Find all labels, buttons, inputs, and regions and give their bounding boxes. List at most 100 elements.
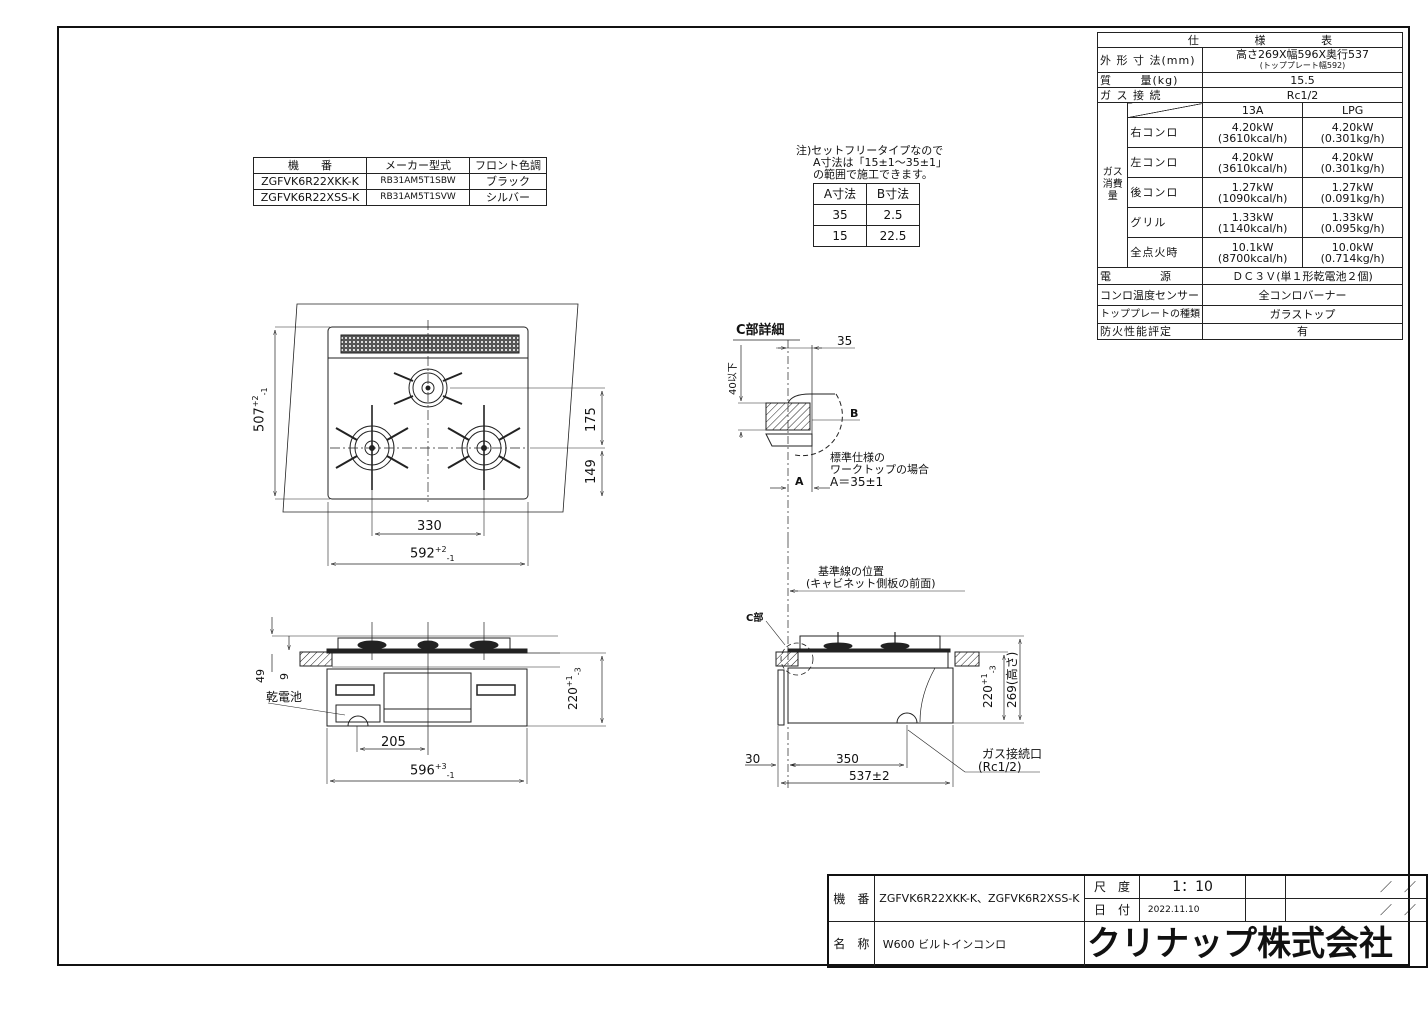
- kcal-value: (3610kcal/h): [1217, 161, 1288, 175]
- dim-value: 592: [410, 546, 435, 562]
- gas-13a-cell: 4.20kW(3610kcal/h): [1201, 147, 1304, 178]
- title-date-value: 2022.11.10: [1138, 898, 1247, 922]
- gas-lpg-cell: 10.0kW(0.714kg/h): [1302, 237, 1403, 268]
- model-table: 機 番 メーカー型式 フロント色調 ZGFVK6R22XKK-K RB31AM5…: [253, 157, 547, 206]
- dim-537: 537±2: [849, 769, 890, 783]
- dim-149: 149: [584, 459, 599, 484]
- title-empty-cell: [1245, 874, 1286, 899]
- dim-value: 220: [566, 687, 580, 710]
- front-view: [267, 617, 606, 784]
- title-name-label: 名 称: [827, 921, 875, 968]
- dimensions-value: 高さ269X幅596X奥行537: [1235, 48, 1370, 61]
- kw-value: 4.20kW: [1331, 150, 1374, 164]
- dim-49: 49: [254, 669, 267, 683]
- detail-note-2: ワークトップの場合: [830, 463, 929, 476]
- gas-lpg-cell: 4.20kW(0.301kg/h): [1302, 117, 1403, 148]
- kw-value: 1.33kW: [1331, 210, 1374, 224]
- kgh-value: (0.301kg/h): [1320, 131, 1385, 145]
- spec-label-fire-rating: 防火性能評定: [1097, 323, 1203, 340]
- battery-label: 乾電池: [266, 690, 303, 704]
- gas-consumption-label: ガス消費量: [1096, 102, 1129, 268]
- dim-175: 175: [584, 407, 599, 432]
- detail-c-view: [733, 339, 860, 540]
- kcal-value: (3610kcal/h): [1217, 131, 1288, 145]
- kcal-value: (1140kcal/h): [1217, 221, 1288, 235]
- dim-width-596: 596+3-1: [410, 762, 455, 780]
- kcal-value: (1090kcal/h): [1217, 191, 1288, 205]
- dim-30: 30: [745, 752, 761, 766]
- kw-value: 4.20kW: [1231, 120, 1274, 134]
- dim-35: 35: [837, 334, 853, 348]
- dim-205: 205: [381, 735, 406, 750]
- title-empty-cell: [1245, 898, 1286, 922]
- gas-inlet-1: ガス接続口: [982, 747, 1043, 761]
- note-line-1: 注)セットフリータイプなので: [796, 144, 944, 157]
- kw-value: 4.20kW: [1331, 120, 1374, 134]
- c-part-label: C部: [746, 613, 764, 624]
- kgh-value: (0.714kg/h): [1320, 251, 1385, 265]
- dim-220-side: 220+1-3: [980, 665, 998, 708]
- gas-13a-cell: 10.1kW(8700kcal/h): [1201, 237, 1304, 268]
- model-row: ZGFVK6R22XKK-K RB31AM5T1SBW ブラック: [253, 173, 547, 190]
- spec-value-dimensions: 高さ269X幅596X奥行537 (トッププレート幅592): [1202, 47, 1403, 73]
- dim-330: 330: [417, 519, 442, 534]
- ref-line-1: 基準線の位置: [818, 565, 884, 578]
- gas-row-all: 全点火時 10.1kW(8700kcal/h) 10.0kW(0.714kg/h…: [1098, 237, 1403, 268]
- top-view: [275, 303, 605, 566]
- spec-table: 仕 様 表 外 形 寸 法(mm) 高さ269X幅596X奥行537 (トッププ…: [1096, 32, 1403, 340]
- burner-left-icon: [335, 405, 409, 490]
- dim-value: 596: [410, 763, 435, 779]
- dim-value: 220: [981, 685, 995, 708]
- model-row: ZGFVK6R22XSS-K RB31AM5T1SVW シルバー: [253, 189, 547, 206]
- burner-right-icon: [447, 405, 521, 490]
- ref-line-2: (キャビネット側板の前面): [806, 577, 936, 590]
- side-view: [745, 540, 1040, 790]
- title-name-value: W600 ビルトインコンロ: [873, 921, 1086, 968]
- gas-row-label: 後コンロ: [1127, 177, 1203, 208]
- dim-depth-507: 507+2-1: [251, 387, 269, 432]
- gas-header-lpg: LPG: [1302, 102, 1403, 118]
- gas-row-grill: グリル 1.33kW(1140kcal/h) 1.33kW(0.095kg/h): [1098, 207, 1403, 238]
- title-slash-1: ／ ／: [1284, 874, 1428, 899]
- ab-dimension-table: A寸法 B寸法 35 2.5 15 22.5: [813, 183, 920, 247]
- label-a: A: [795, 475, 804, 488]
- gas-13a-cell: 1.27kW(1090kcal/h): [1201, 177, 1304, 208]
- kw-value: 10.0kW: [1331, 240, 1374, 254]
- note-line-2: A寸法は「15±1～35±1」: [813, 156, 947, 169]
- detail-note-3: A＝35±1: [830, 475, 884, 489]
- dim-value: 507: [252, 407, 268, 432]
- dim-40-or-less: 40以下: [728, 362, 739, 395]
- label-b: B: [850, 407, 859, 420]
- diagonal-header-cell: [1127, 102, 1203, 118]
- gas-inlet-2: (Rc1/2): [978, 760, 1022, 774]
- title-model-value: ZGFVK6R22XKK-K、ZGFVK6R2XSS-K: [873, 874, 1086, 922]
- spec-title-1: 仕: [1187, 33, 1199, 47]
- detail-note-1: 標準仕様の: [830, 451, 885, 464]
- a-dim-header: A寸法: [813, 183, 867, 205]
- dim-width-592: 592+2-1: [410, 545, 455, 563]
- dim-9: 9: [278, 673, 291, 680]
- b-dim-value: 22.5: [866, 225, 920, 247]
- kgh-value: (0.301kg/h): [1320, 161, 1385, 175]
- title-date-label: 日 付: [1084, 898, 1140, 922]
- b-dim-header: B寸法: [866, 183, 920, 205]
- dim-269-height: 269(高さ): [1005, 651, 1019, 708]
- kcal-value: (8700kcal/h): [1217, 251, 1288, 265]
- gas-lpg-cell: 1.27kW(0.091kg/h): [1302, 177, 1403, 208]
- drawing-frame: [57, 26, 1410, 966]
- gas-lpg-cell: 1.33kW(0.095kg/h): [1302, 207, 1403, 238]
- kw-value: 1.27kW: [1231, 180, 1274, 194]
- detail-c-title: C部詳細: [736, 323, 785, 338]
- dimensions-sub: (トッププレート幅592): [1259, 61, 1346, 70]
- dim-350: 350: [836, 752, 859, 766]
- note-line-3: の範囲で施工できます。: [813, 168, 933, 181]
- title-slash-2: ／ ／: [1284, 898, 1428, 922]
- burner-rear-icon: [393, 368, 463, 408]
- kgh-value: (0.091kg/h): [1320, 191, 1385, 205]
- gas-row-rear: 後コンロ 1.27kW(1090kcal/h) 1.27kW(0.091kg/h…: [1098, 177, 1403, 208]
- kw-value: 1.33kW: [1231, 210, 1274, 224]
- kw-value: 10.1kW: [1231, 240, 1274, 254]
- spec-title-3: 表: [1321, 33, 1333, 47]
- title-scale-label: 尺 度: [1084, 874, 1140, 899]
